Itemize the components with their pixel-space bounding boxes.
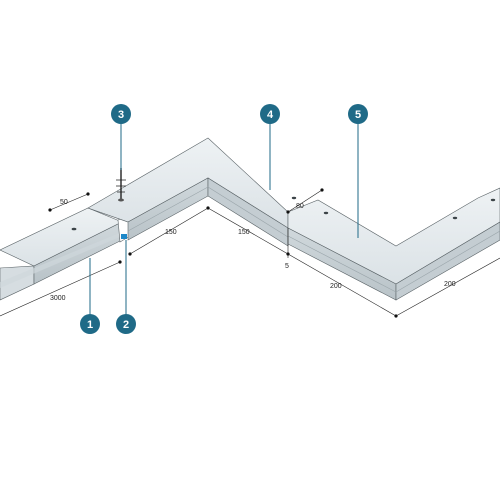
dimension-50: 50 [60,199,68,206]
straight-profile-segment [0,207,123,301]
dimension-5: 5 [285,263,289,270]
callout-leaders [89,122,359,318]
screw-hole-icon [291,196,297,200]
callout-2: 2 [116,314,136,334]
svg-text:4: 4 [267,109,274,121]
dimension-200-right: 200 [444,281,456,288]
screw-hole-icon [323,211,329,215]
callout-4: 4 [260,104,280,124]
dimension-lines [0,189,500,317]
dimension-ticks [48,188,398,318]
svg-text:2: 2 [123,319,129,331]
dimension-3000: 3000 [50,295,66,302]
svg-text:5: 5 [355,109,361,121]
callout-3: 3 [111,104,131,124]
screw-hole-icon [490,198,496,202]
callout-5: 5 [348,104,368,124]
fixing-screw [116,168,126,202]
svg-text:3: 3 [118,109,124,121]
screw-hole-icon [71,227,77,231]
svg-text:1: 1 [87,319,93,331]
dimension-80: 80 [296,203,304,210]
dimension-150-left: 150 [165,229,177,236]
corner-profile-segment-right [287,187,500,301]
callout-1: 1 [80,314,100,334]
dimension-150-right: 150 [238,229,250,236]
screw-hole-icon [452,216,458,220]
dimension-200-left: 200 [330,283,342,290]
